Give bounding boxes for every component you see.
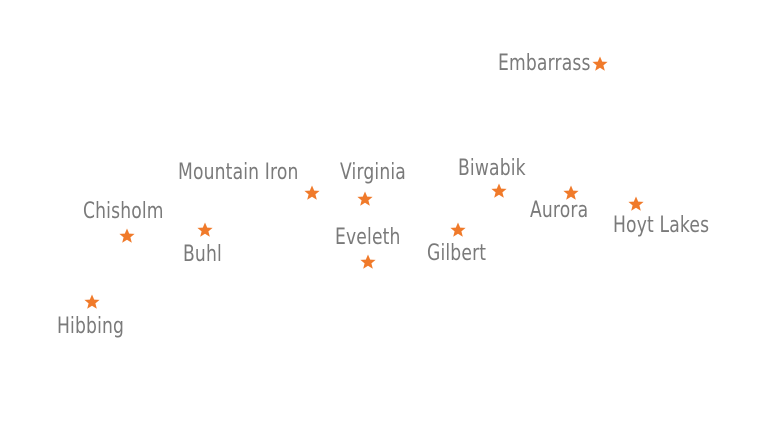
star-icon[interactable]	[450, 222, 466, 238]
place-label-hibbing: Hibbing	[57, 314, 125, 339]
star-icon[interactable]	[592, 56, 608, 72]
star-icon[interactable]	[84, 294, 100, 310]
place-label-embarrass: Embarrass	[498, 51, 591, 76]
star-icon[interactable]	[628, 196, 644, 212]
star-icon[interactable]	[563, 185, 579, 201]
place-label-hoyt-lakes: Hoyt Lakes	[613, 213, 710, 238]
place-label-eveleth: Eveleth	[335, 225, 401, 250]
place-label-mountain-iron: Mountain Iron	[178, 160, 299, 185]
star-icon[interactable]	[197, 222, 213, 238]
place-label-biwabik: Biwabik	[458, 156, 526, 181]
star-icon[interactable]	[119, 228, 135, 244]
place-label-chisholm: Chisholm	[83, 199, 164, 224]
star-icon[interactable]	[304, 185, 320, 201]
place-label-virginia: Virginia	[340, 160, 406, 185]
place-label-buhl: Buhl	[183, 242, 222, 267]
place-label-gilbert: Gilbert	[427, 241, 487, 266]
place-label-aurora: Aurora	[530, 198, 589, 223]
star-icon[interactable]	[357, 191, 373, 207]
star-icon[interactable]	[491, 183, 507, 199]
star-icon[interactable]	[360, 254, 376, 270]
